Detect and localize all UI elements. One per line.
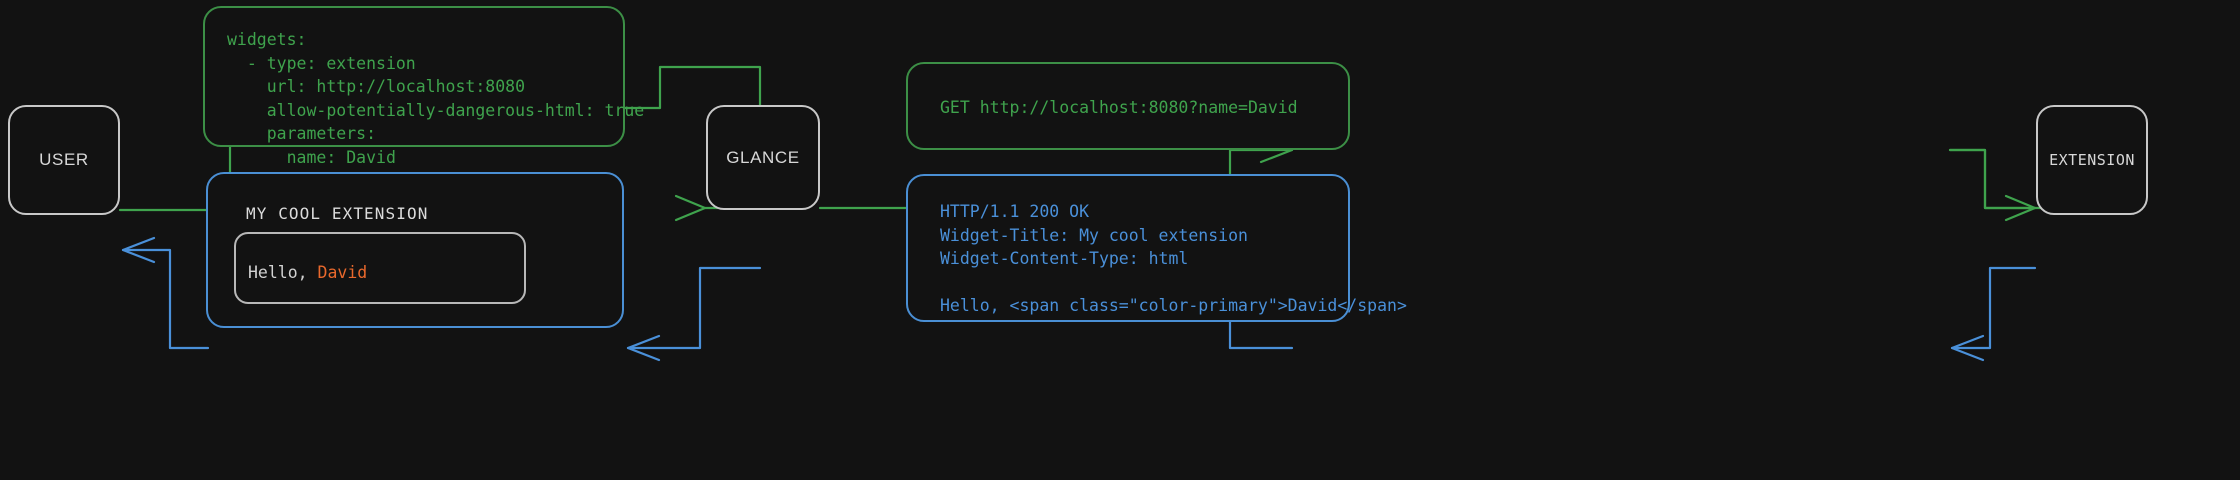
- wire-request-elbow: [1948, 148, 2037, 210]
- wire-arrowhead-user: [121, 236, 156, 264]
- wire-arrowhead-response: [1950, 334, 1985, 362]
- wire-widget-to-user: [121, 248, 210, 350]
- config-yaml-text: widgets: - type: extension url: http://l…: [227, 30, 645, 167]
- rendered-widget-card: [234, 232, 526, 304]
- wire-arrowhead-glance: [674, 194, 707, 222]
- config-yaml-box: widgets: - type: extension url: http://l…: [203, 6, 644, 167]
- node-extension-label: EXTENSION: [2049, 151, 2135, 169]
- node-user[interactable]: USER: [8, 105, 120, 215]
- widget-name-value: David: [317, 263, 368, 282]
- wire-arrowhead-extension: [2004, 194, 2037, 222]
- wire-glance-to-widget: [626, 266, 762, 350]
- http-request-box: GET http://localhost:8080?name=David: [906, 62, 1350, 150]
- http-response-text: HTTP/1.1 200 OK Widget-Title: My cool ex…: [940, 202, 1407, 315]
- node-user-label: USER: [39, 150, 89, 169]
- wire-extension-to-response: [1950, 266, 2037, 350]
- rendered-widget-body: Hello, David: [248, 263, 367, 282]
- rendered-widget-title: MY COOL EXTENSION: [246, 204, 429, 223]
- node-glance-label: GLANCE: [726, 147, 800, 167]
- http-response-box: HTTP/1.1 200 OK Widget-Title: My cool ex…: [906, 174, 1407, 322]
- node-glance[interactable]: GLANCE: [706, 105, 820, 210]
- node-extension[interactable]: EXTENSION: [2036, 105, 2148, 215]
- wire-arrowhead-widget: [626, 334, 661, 362]
- widget-greeting-text: Hello,: [248, 263, 318, 282]
- rendered-widget-box: MY COOL EXTENSION Hello, David: [206, 172, 624, 328]
- http-request-text: GET http://localhost:8080?name=David: [940, 98, 1298, 117]
